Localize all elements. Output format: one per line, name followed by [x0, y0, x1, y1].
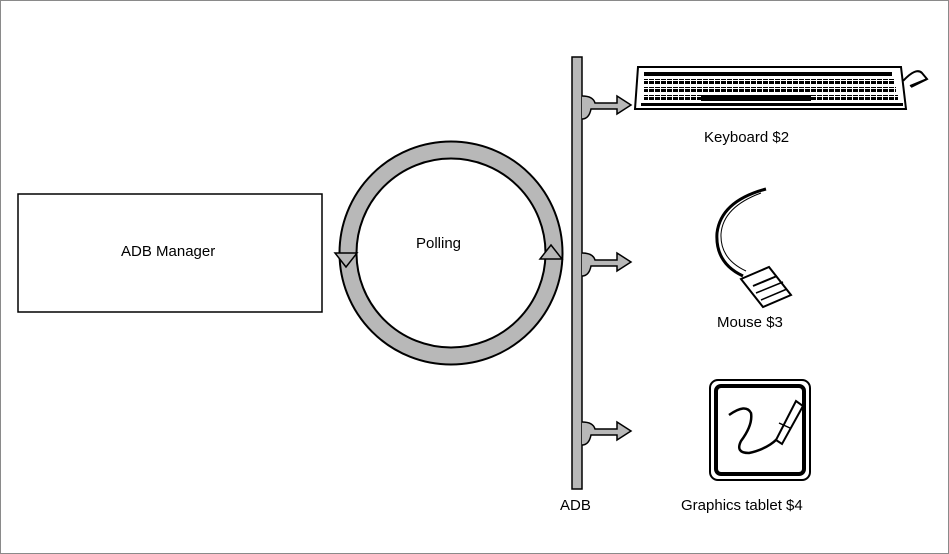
- mouse-label: Mouse $3: [717, 314, 783, 331]
- bus-branch-keyboard: [581, 94, 633, 120]
- polling-arrow-left: [333, 252, 359, 269]
- polling-arrow-right: [538, 243, 564, 260]
- mouse-icon: [715, 187, 793, 309]
- adb-bus: [571, 56, 633, 490]
- graphics-tablet-icon: [709, 379, 811, 481]
- adb-manager-box: [17, 193, 323, 313]
- polling-cycle: [333, 140, 564, 366]
- keyboard-icon: [633, 66, 929, 110]
- adb-bus-label: ADB: [560, 497, 591, 514]
- adb-manager-label: ADB Manager: [121, 243, 216, 260]
- bus-branch-tablet: [581, 420, 633, 446]
- bus-branch-mouse: [581, 251, 633, 277]
- graphics-tablet-label: Graphics tablet $4: [681, 497, 803, 514]
- polling-label: Polling: [416, 235, 462, 252]
- keyboard-label: Keyboard $2: [704, 129, 790, 146]
